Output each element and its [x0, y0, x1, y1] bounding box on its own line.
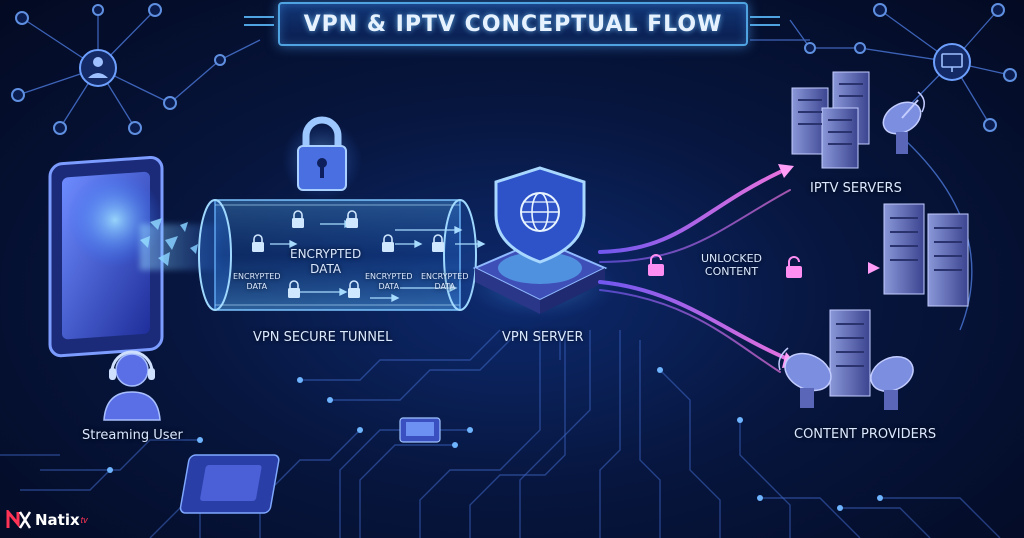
brand-mark-icon	[6, 510, 32, 529]
globe-shield-icon	[494, 166, 586, 264]
diagram-title: VPN & IPTV CONCEPTUAL FLOW	[303, 11, 723, 37]
headset-user-icon	[103, 350, 161, 421]
tunnel-label-line-1: ENCRYPTED	[290, 247, 362, 261]
server-rack-icon	[883, 203, 969, 307]
tunnel-label-line-2: DATA	[310, 262, 342, 276]
tunnel-small-line-1: ENCRYPTED	[421, 272, 469, 281]
tunnel-label-small-3: ENCRYPTED DATA	[421, 272, 468, 292]
network-graph-right	[750, 9, 1011, 126]
tunnel-small-line-1: ENCRYPTED	[233, 272, 281, 281]
chip-large	[179, 454, 280, 514]
tunnel-small-line-1: ENCRYPTED	[365, 272, 413, 281]
tunnel-small-line-2: DATA	[434, 282, 456, 291]
vpn-server-label: VPN SERVER	[502, 330, 584, 345]
circuit-traces	[0, 329, 1001, 538]
vpn-tunnel-label: VPN SECURE TUNNEL	[253, 330, 393, 345]
satellite-dish-icon	[870, 356, 914, 410]
title-decoration-left	[244, 16, 274, 26]
brand-name: Natix	[35, 511, 80, 529]
satellite-dish-icon	[778, 347, 832, 408]
server-rack-icon	[791, 71, 870, 169]
content-providers-label: CONTENT PROVIDERS	[794, 427, 937, 442]
vpn-server-node	[460, 238, 620, 321]
server-rack-icon	[829, 309, 871, 397]
tablet-icon	[48, 155, 164, 358]
monitor-icon	[933, 43, 971, 81]
unlocked-line-2: CONTENT	[704, 265, 759, 278]
chip-small	[399, 417, 441, 443]
title-banner: VPN & IPTV CONCEPTUAL FLOW	[278, 2, 748, 46]
user-circle-icon	[79, 49, 117, 87]
network-graph-left	[17, 9, 261, 129]
tunnel-label-encrypted-data-main: ENCRYPTED DATA	[290, 247, 361, 277]
unlocked-line-1: UNLOCKED	[701, 252, 762, 265]
tunnel-small-line-2: DATA	[246, 282, 268, 291]
tunnel-label-small-1: ENCRYPTED DATA	[233, 272, 280, 292]
network-nodes-left	[11, 3, 226, 135]
tunnel-small-line-2: DATA	[378, 282, 400, 291]
unlocked-content-label: UNLOCKED CONTENT	[701, 252, 762, 278]
iptv-servers-label: IPTV SERVERS	[810, 181, 902, 196]
entry-beam	[140, 224, 220, 270]
unlocked-padlock-icon	[648, 254, 802, 278]
tunnel-label-small-2: ENCRYPTED DATA	[365, 272, 412, 292]
brand-suffix: tv	[80, 515, 88, 525]
big-padlock-icon	[282, 116, 362, 200]
brand-logo: Natix tv	[6, 510, 88, 530]
title-decoration-right	[750, 16, 780, 26]
satellite-dish-icon	[882, 91, 925, 154]
streaming-user-label: Streaming User	[82, 428, 183, 443]
padlock-icon	[252, 210, 444, 298]
